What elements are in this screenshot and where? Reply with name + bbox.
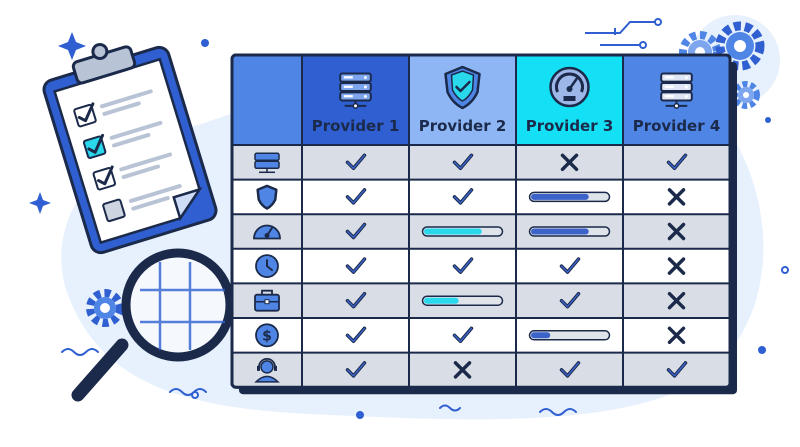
text-line: [102, 101, 141, 116]
checkbox: [102, 198, 126, 223]
cross-icon: [667, 257, 686, 275]
check-icon: [345, 361, 367, 378]
check-icon: [559, 257, 581, 274]
table-row: [232, 352, 730, 388]
check-icon: [559, 361, 581, 378]
text-line: [119, 152, 173, 172]
support-agent-icon: [254, 358, 280, 383]
check-icon: [666, 153, 688, 171]
sparkle-icon: [58, 32, 86, 60]
cross-icon: [453, 361, 472, 379]
provider-label: Provider 2: [418, 117, 507, 135]
progress-track: [528, 330, 611, 341]
progress-fill: [531, 332, 551, 339]
provider-label: Provider 3: [525, 117, 614, 135]
text-line: [131, 196, 170, 211]
progress-fill: [424, 228, 482, 235]
progress-bar: [528, 191, 611, 203]
shield-check-icon: [444, 65, 481, 110]
checkbox: [92, 167, 117, 191]
shield-icon: [256, 184, 278, 210]
checkbox: [82, 135, 107, 159]
dot-icon: [758, 346, 766, 354]
speedometer-icon: [549, 66, 590, 108]
check-icon: [452, 326, 474, 344]
gear-icon: [715, 21, 765, 71]
progress-bar: [421, 226, 504, 237]
check-icon: [345, 153, 367, 171]
provider-label: Provider 1: [311, 117, 400, 135]
cross-icon: [560, 153, 579, 172]
svg-text:$: $: [262, 328, 272, 344]
text-line: [128, 184, 182, 203]
text-line: [99, 89, 153, 109]
circuit-lines-icon: [585, 18, 662, 49]
header-corner-cell: [232, 55, 302, 145]
squiggle-icons: [61, 348, 577, 416]
server-icon: [254, 152, 280, 174]
cross-icon: [667, 326, 686, 345]
check-icon: [666, 361, 688, 378]
clipboard-illustration: [42, 43, 218, 255]
table-row: [232, 179, 730, 215]
provider-label: Provider 4: [632, 117, 721, 135]
check-icon: [345, 257, 367, 274]
check-icon: [345, 222, 367, 240]
clock-icon: [255, 254, 279, 279]
check-icon: [345, 188, 367, 205]
text-line: [111, 132, 151, 148]
check-icon: [452, 188, 474, 205]
magnifying-glass-icon: [71, 248, 235, 402]
table-border: [230, 53, 732, 389]
text-line: [121, 164, 161, 180]
checkbox: [73, 103, 97, 128]
sparkle-icon: [29, 192, 51, 214]
cross-icon: [667, 188, 686, 206]
server-icon: [339, 72, 372, 109]
check-icon: [345, 291, 367, 309]
dot-icon: [781, 266, 789, 274]
dot-icon: [356, 411, 364, 419]
progress-bar: [421, 295, 504, 306]
text-line: [109, 120, 163, 140]
progress-fill: [531, 193, 589, 200]
check-icon: [77, 102, 95, 123]
table-row: [232, 145, 730, 180]
progress-fill: [424, 297, 459, 304]
progress-fill: [531, 228, 589, 235]
check-icon: [452, 257, 474, 274]
check-icon: [87, 133, 105, 154]
dollar-icon: $: [255, 323, 279, 348]
progress-bar: [528, 226, 611, 237]
table-row: [232, 318, 730, 353]
server-icon: [660, 72, 693, 109]
dot-icon: [201, 39, 209, 47]
table-row: [232, 248, 730, 284]
cross-icon: [667, 222, 686, 241]
dot-icon: [765, 117, 771, 123]
check-icon: [97, 165, 114, 186]
gear-icon: [732, 81, 760, 109]
briefcase-icon: [254, 289, 280, 312]
comparison-table: $: [230, 53, 737, 395]
progress-bar: [528, 330, 611, 341]
check-icon: [559, 291, 581, 309]
gear-icon: [86, 289, 124, 327]
speedometer-icon: [253, 224, 281, 240]
cross-icon: [667, 291, 686, 310]
check-icon: [345, 326, 367, 344]
check-icon: [452, 153, 474, 171]
